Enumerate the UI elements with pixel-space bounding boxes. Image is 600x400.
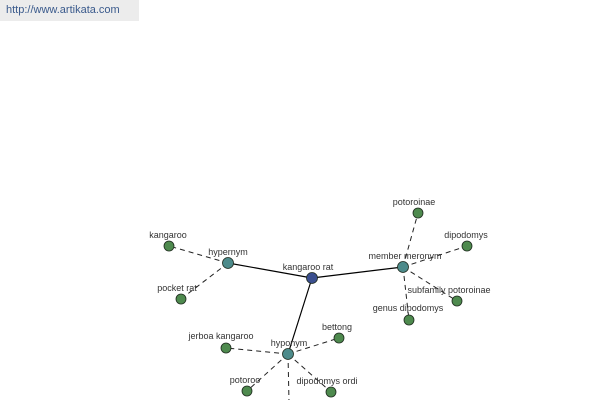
node-pocket-rat-label: pocket rat <box>157 283 197 293</box>
node-hyponym-label: hyponym <box>271 338 308 348</box>
node-potoroinae[interactable]: potoroinae <box>393 197 436 219</box>
node-layer: kangaroo rat hypernym member meronym hypony… <box>149 197 491 398</box>
edge-hypernym-to-pocket-rat <box>180 262 229 300</box>
node-dipodomys[interactable]: dipodomys <box>444 230 488 252</box>
node-subfamily-potoroinae-dot[interactable] <box>451 295 463 307</box>
source-banner: http://www.artikata.com <box>0 0 139 21</box>
edge-kangaroo-rat-to-member-meronym <box>311 266 404 279</box>
node-jerboa-kangaroo[interactable]: jerboa kangaroo <box>187 331 254 354</box>
edge-layer <box>168 212 468 400</box>
node-hypernym-dot[interactable] <box>222 257 234 269</box>
edge-hypernym-to-kangaroo <box>168 245 229 264</box>
node-hypernym[interactable]: hypernym <box>208 247 248 269</box>
node-genus-dipodomys[interactable]: genus dipodomys <box>373 303 444 326</box>
node-potoroinae-label: potoroinae <box>393 197 436 207</box>
node-member-meronym-dot[interactable] <box>397 261 409 273</box>
node-potoroinae-dot[interactable] <box>412 207 424 219</box>
node-jerboa-kangaroo-label: jerboa kangaroo <box>187 331 253 341</box>
node-kangaroo-rat[interactable]: kangaroo rat <box>283 262 334 284</box>
node-potoroo[interactable]: potoroo <box>230 375 261 397</box>
node-bettong[interactable]: bettong <box>322 322 352 344</box>
node-kangaroo[interactable]: kangaroo <box>149 230 187 252</box>
node-dipodomys-ordi-dot[interactable] <box>325 386 337 398</box>
node-hypernym-label: hypernym <box>208 247 248 257</box>
node-kangaroo-label: kangaroo <box>149 230 187 240</box>
node-bettong-label: bettong <box>322 322 352 332</box>
edge-hyponym-to-offscreen-child <box>287 353 290 400</box>
node-member-meronym-label: member meronym <box>368 251 441 261</box>
edge-hyponym-to-potoroo <box>246 353 289 392</box>
node-subfamily-potoroinae[interactable]: subfamily potoroinae <box>407 285 491 307</box>
edge-hyponym-to-dipodomys-ordi <box>287 353 332 393</box>
node-potoroo-dot[interactable] <box>241 385 253 397</box>
node-kangaroo-rat-dot[interactable] <box>306 272 318 284</box>
node-dipodomys-ordi-label: dipodomys ordi <box>296 376 357 386</box>
edge-member-meronym-to-subfamily-potoroinae <box>402 266 458 302</box>
node-potoroo-label: potoroo <box>230 375 261 385</box>
node-subfamily-potoroinae-label: subfamily potoroinae <box>407 285 490 295</box>
node-dipodomys-dot[interactable] <box>461 240 473 252</box>
node-dipodomys-label: dipodomys <box>444 230 488 240</box>
edge-hyponym-to-jerboa-kangaroo <box>225 347 289 355</box>
node-genus-dipodomys-label: genus dipodomys <box>373 303 444 313</box>
node-pocket-rat[interactable]: pocket rat <box>157 283 197 305</box>
edge-kangaroo-rat-to-hyponym <box>287 277 313 355</box>
node-pocket-rat-dot[interactable] <box>175 293 187 305</box>
node-hyponym-dot[interactable] <box>282 348 294 360</box>
node-genus-dipodomys-dot[interactable] <box>403 314 415 326</box>
source-link[interactable]: http://www.artikata.com <box>6 4 120 16</box>
edge-member-meronym-to-potoroinae <box>402 212 419 268</box>
node-bettong-dot[interactable] <box>333 332 345 344</box>
node-dipodomys-ordi[interactable]: dipodomys ordi <box>296 376 358 398</box>
edge-kangaroo-rat-to-hypernym <box>227 262 313 279</box>
edge-member-meronym-to-dipodomys <box>402 245 468 268</box>
node-jerboa-kangaroo-dot[interactable] <box>220 342 232 354</box>
node-hyponym[interactable]: hyponym <box>271 338 308 360</box>
node-kangaroo-rat-label: kangaroo rat <box>283 262 334 272</box>
node-kangaroo-dot[interactable] <box>163 240 175 252</box>
node-member-meronym[interactable]: member meronym <box>368 251 442 273</box>
